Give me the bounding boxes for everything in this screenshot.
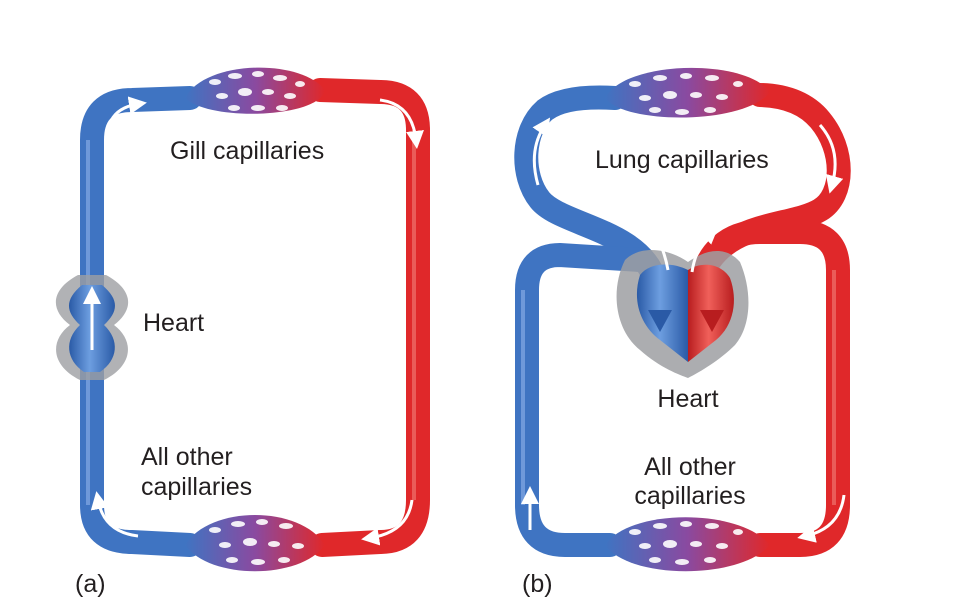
heart-label-b: Heart bbox=[640, 385, 736, 414]
lung-capillaries-label: Lung capillaries bbox=[595, 146, 769, 175]
vein-left-a bbox=[92, 98, 190, 290]
other-capillaries-label-a-line2: capillaries bbox=[141, 473, 252, 502]
artery-right-a bbox=[320, 90, 418, 545]
other-capillaries-label-b-line2: capillaries bbox=[610, 482, 770, 511]
other-capillaries-label-a-line1: All other bbox=[141, 443, 233, 472]
gill-capillaries-label: Gill capillaries bbox=[170, 137, 324, 166]
other-capillaries-label-b-line1: All other bbox=[620, 453, 760, 482]
mammal-heart bbox=[617, 250, 749, 378]
panel-a-tag: (a) bbox=[75, 570, 106, 599]
panel-b-tag: (b) bbox=[522, 570, 553, 599]
heart-label-a: Heart bbox=[143, 309, 204, 338]
